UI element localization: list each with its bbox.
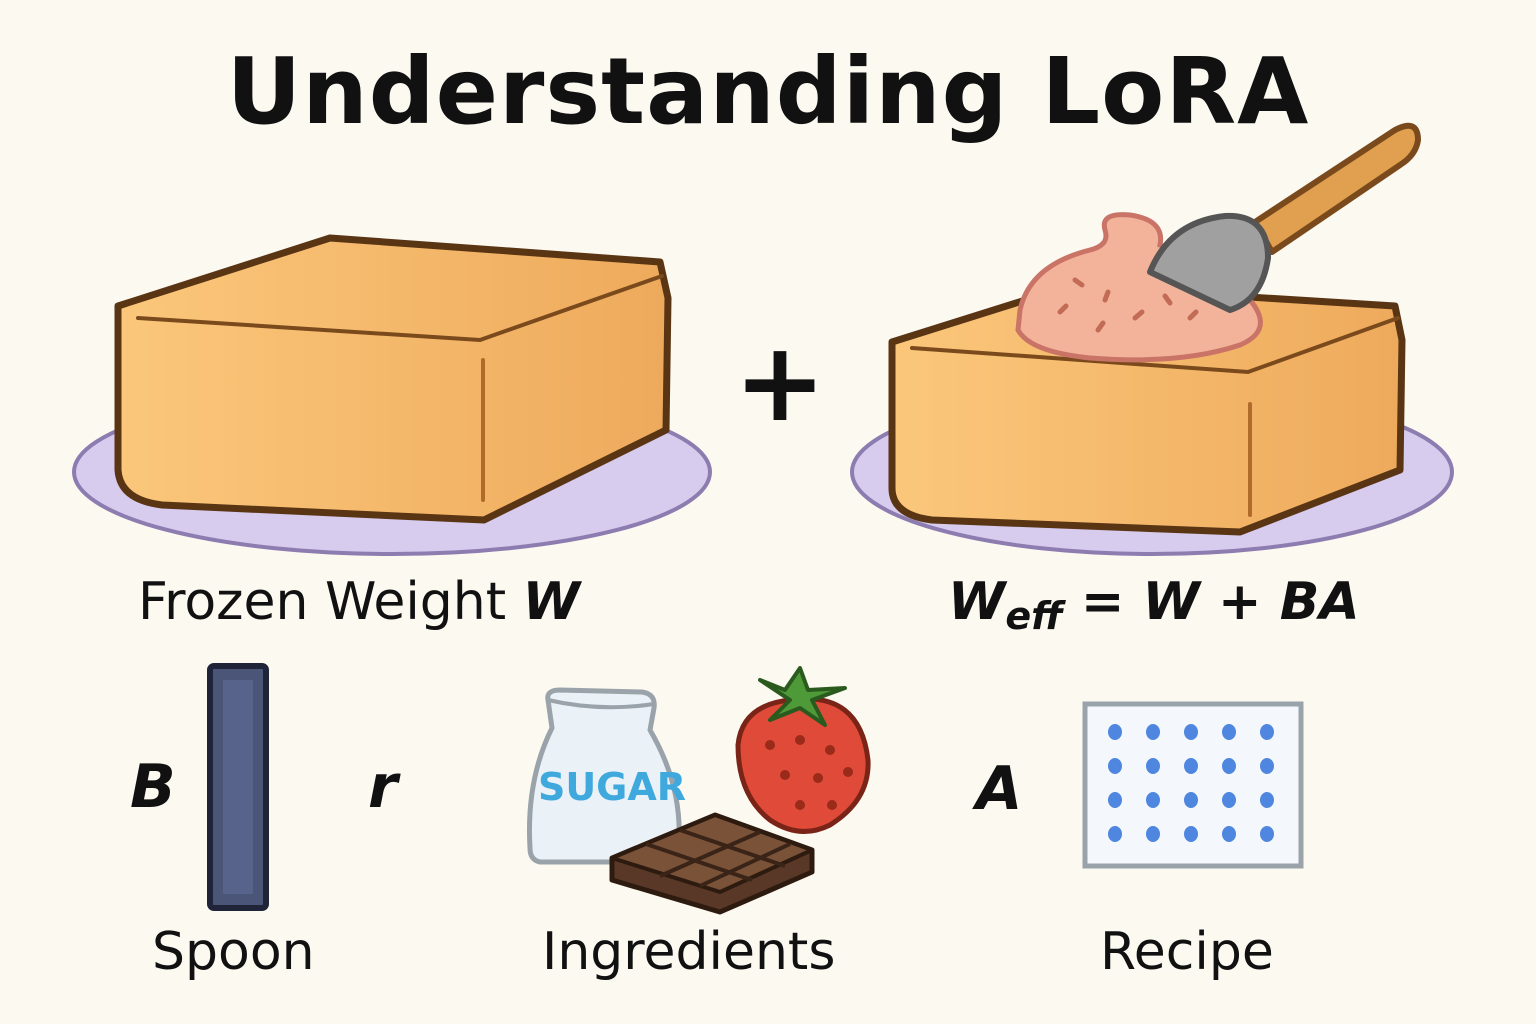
spoon-caption: Spoon [152, 922, 315, 982]
effective-weight-formula: Weff = W + BA [948, 572, 1360, 638]
adapted-weight-cake [850, 122, 1454, 556]
frozen-weight-cake [72, 234, 712, 556]
rank-symbol: r [368, 752, 398, 822]
matrix-a-dot [1222, 758, 1236, 774]
matrix-a-dot [1146, 758, 1160, 774]
matrix-a-dot [1184, 758, 1198, 774]
matrix-a-dot [1260, 826, 1274, 842]
ingredients-caption: Ingredients [542, 922, 836, 982]
matrix-a-dot [1260, 724, 1274, 740]
matrix-a-dot [1222, 724, 1236, 740]
spoon-icon [1147, 122, 1421, 313]
matrix-a-grid [1082, 701, 1304, 869]
matrix-a-dot [1108, 826, 1122, 842]
matrix-a-dot [1260, 758, 1274, 774]
matrix-a-dot [1146, 724, 1160, 740]
matrix-a-dot [1146, 826, 1160, 842]
matrix-a-dot [1184, 826, 1198, 842]
matrix-a-dot [1108, 724, 1122, 740]
matrix-a-symbol: A [976, 754, 1023, 824]
recipe-caption: Recipe [1100, 922, 1274, 982]
cake-body [114, 234, 672, 524]
matrix-a-dot [1184, 724, 1198, 740]
w-symbol: W [522, 572, 581, 632]
plus-sign: + [734, 318, 826, 446]
sugar-label: SUGAR [538, 765, 686, 809]
matrix-a-dot [1146, 792, 1160, 808]
matrix-a-dot [1260, 792, 1274, 808]
cake-body [888, 282, 1406, 536]
page-title: Understanding LoRA [226, 38, 1310, 145]
matrix-a-dot [1108, 792, 1122, 808]
strawberry-icon [735, 666, 871, 834]
matrix-b-symbol: B [130, 752, 176, 822]
chocolate-icon [609, 812, 815, 915]
frozen-weight-label: Frozen Weight W [138, 572, 581, 632]
matrix-a-dot [1108, 758, 1122, 774]
matrix-a-dot [1222, 826, 1236, 842]
matrix-a-dot [1222, 792, 1236, 808]
matrix-a-dot [1184, 792, 1198, 808]
